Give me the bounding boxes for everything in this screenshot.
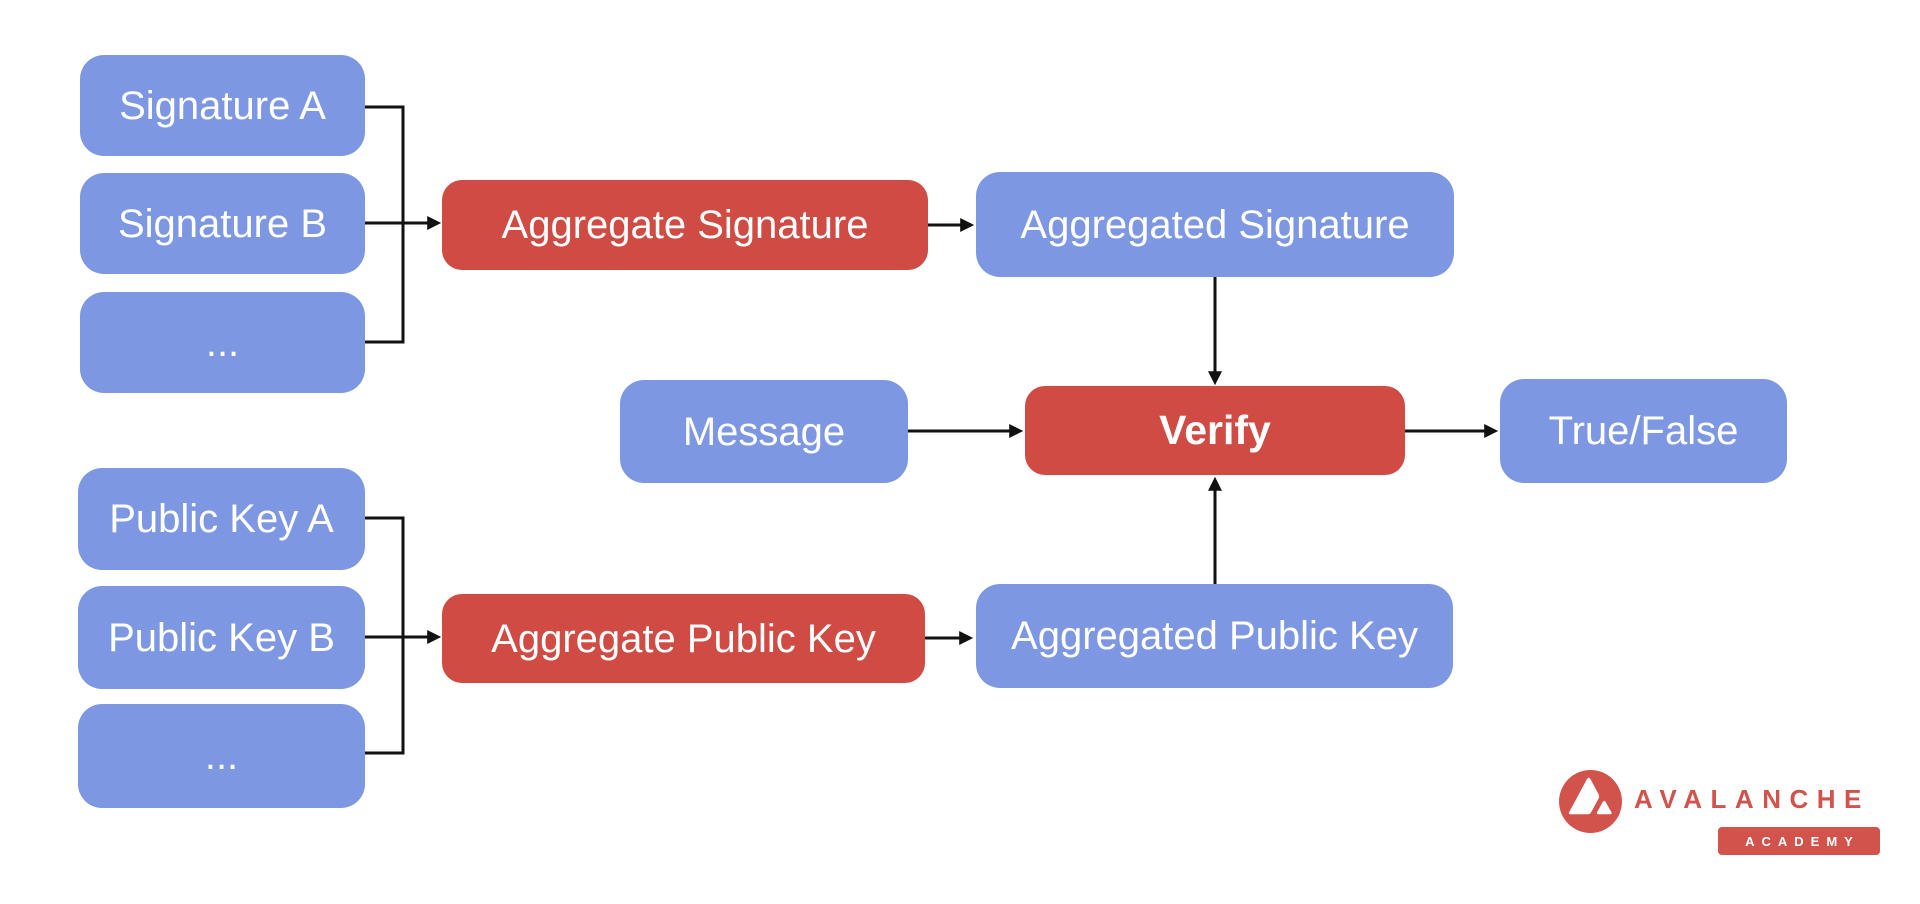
avalanche-logo-icon [1559, 770, 1622, 833]
node-true-false: True/False [1500, 379, 1787, 483]
node-verify: Verify [1025, 386, 1405, 475]
node-aggregate-public-key: Aggregate Public Key [442, 594, 925, 683]
node-public-key-b: Public Key B [78, 586, 365, 689]
node-signature-b: Signature B [80, 173, 365, 274]
node-signatures-ellipsis: ... [80, 292, 365, 393]
node-aggregated-signature: Aggregated Signature [976, 172, 1454, 277]
node-signature-a: Signature A [80, 55, 365, 156]
avalanche-academy-logo: AVALANCHE ACADEMY [1558, 769, 1880, 857]
logo-academy-badge: ACADEMY [1718, 827, 1880, 855]
node-public-key-a: Public Key A [78, 468, 365, 570]
node-aggregate-signature: Aggregate Signature [442, 180, 928, 270]
node-message: Message [620, 380, 908, 483]
logo-brand-text: AVALANCHE [1634, 784, 1870, 814]
node-aggregated-public-key: Aggregated Public Key [976, 584, 1453, 688]
node-public-keys-ellipsis: ... [78, 704, 365, 808]
